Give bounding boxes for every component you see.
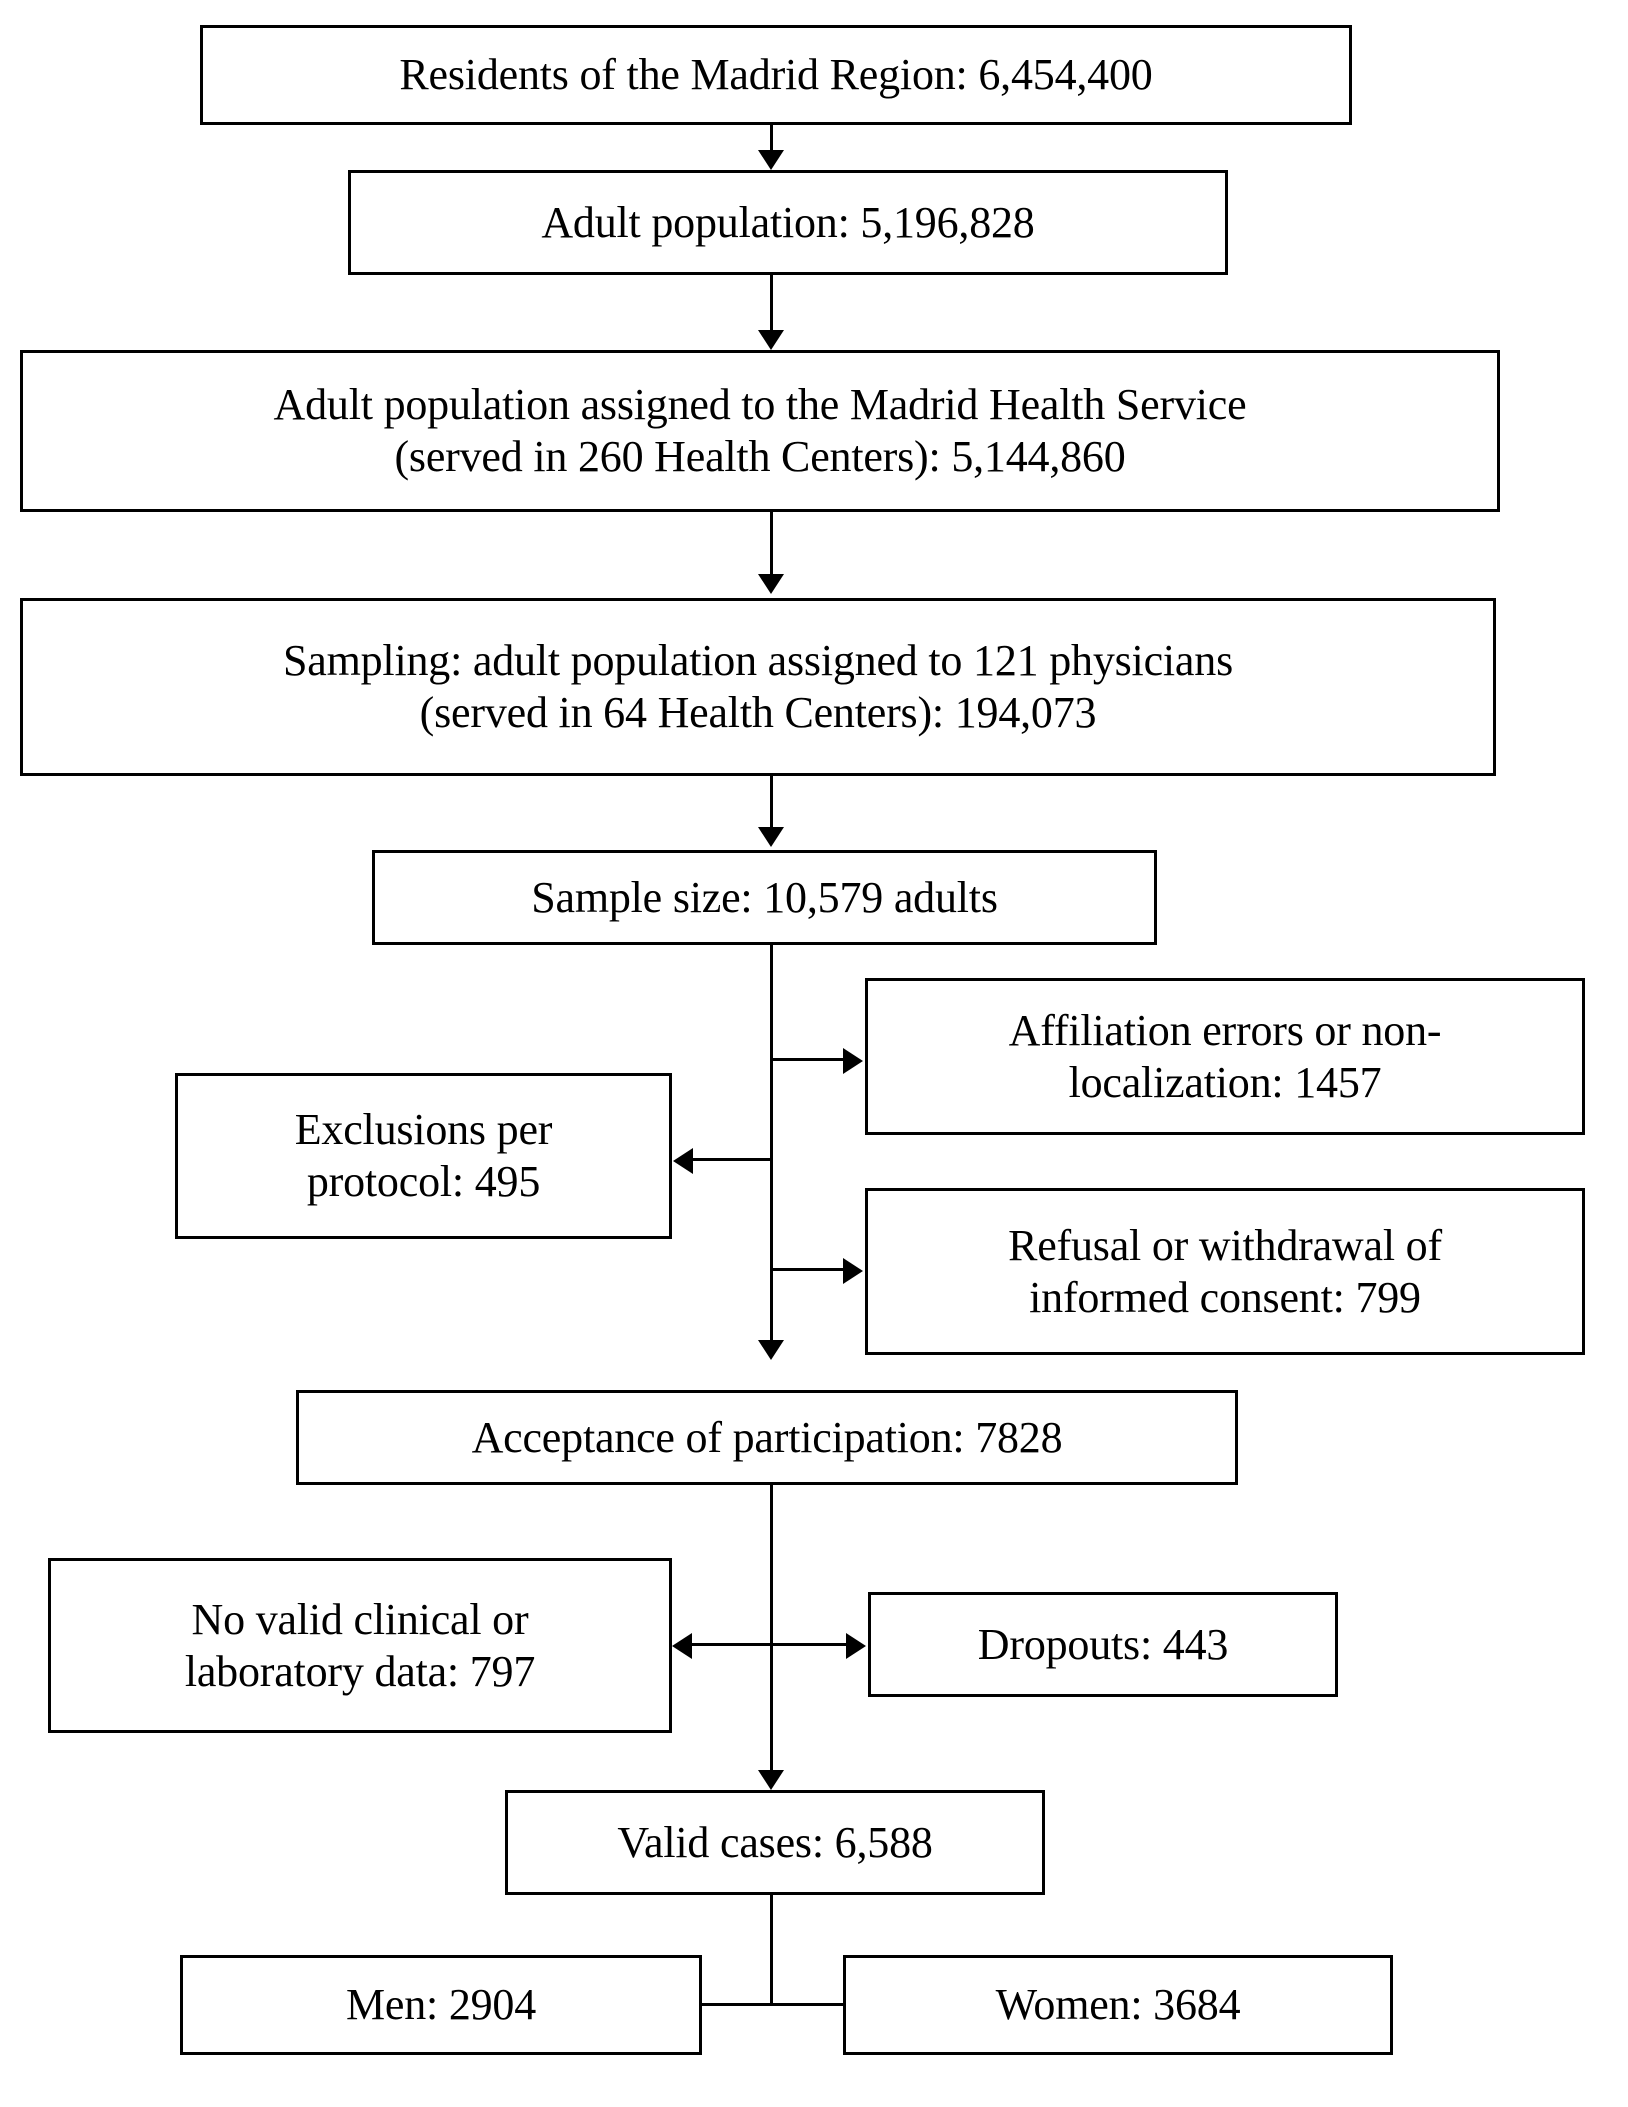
connector-assigned-sampling: [770, 512, 773, 576]
arrowhead-acceptance-validcases-icon: [758, 1770, 784, 1790]
node-adult-population-line1: Adult population: 5,196,828: [541, 197, 1035, 247]
connector-branch-novaliddata: [692, 1643, 773, 1646]
node-adult-population: Adult population: 5,196,828: [348, 170, 1228, 275]
arrowhead-sampling-samplesize-icon: [758, 827, 784, 847]
node-valid-cases-line1: Valid cases: 6,588: [617, 1817, 933, 1867]
node-men-line1: Men: 2904: [345, 1980, 537, 2030]
connector-branch-refusal: [770, 1268, 845, 1271]
node-assigned-health-service-line1: Adult population assigned to the Madrid …: [273, 380, 1247, 430]
node-affiliation-errors: Affiliation errors or non- localization:…: [865, 978, 1585, 1135]
node-women: Women: 3684: [843, 1955, 1393, 2055]
arrowhead-dropouts-icon: [846, 1633, 866, 1659]
node-exclusions-protocol-line1: Exclusions per: [294, 1105, 553, 1155]
connector-split-to-women: [770, 2003, 845, 2006]
node-sampling: Sampling: adult population assigned to 1…: [20, 598, 1496, 776]
node-assigned-health-service-line2: (served in 260 Health Centers): 5,144,86…: [394, 432, 1126, 481]
node-affiliation-errors-line2: localization: 1457: [1068, 1057, 1382, 1107]
node-assigned-health-service: Adult population assigned to the Madrid …: [20, 350, 1500, 512]
connector-branch-affiliation: [770, 1058, 845, 1061]
node-acceptance: Acceptance of participation: 7828: [296, 1390, 1238, 1485]
arrowhead-adults-assigned-icon: [758, 330, 784, 350]
node-exclusions-protocol: Exclusions per protocol: 495: [175, 1073, 672, 1239]
node-valid-cases: Valid cases: 6,588: [505, 1790, 1045, 1895]
arrowhead-refusal-icon: [843, 1258, 863, 1284]
node-acceptance-line1: Acceptance of participation: 7828: [471, 1412, 1063, 1462]
connector-validcases-split: [770, 1895, 773, 2005]
arrowhead-affiliation-icon: [843, 1048, 863, 1074]
node-sample-size: Sample size: 10,579 adults: [372, 850, 1157, 945]
node-no-valid-data-line1: No valid clinical or: [191, 1594, 529, 1644]
node-sample-size-line1: Sample size: 10,579 adults: [531, 872, 998, 922]
node-refusal-consent-line2: informed consent: 799: [1029, 1272, 1421, 1322]
connector-exclusion-spine: [770, 945, 773, 1345]
connector-branch-exclusions: [693, 1158, 773, 1161]
node-no-valid-data: No valid clinical or laboratory data: 79…: [48, 1558, 672, 1733]
node-dropouts-line1: Dropouts: 443: [977, 1619, 1229, 1669]
connector-split-to-men: [700, 2003, 773, 2006]
connector-sampling-samplesize: [770, 776, 773, 829]
node-residents-line1: Residents of the Madrid Region: 6,454,40…: [399, 50, 1153, 100]
node-sampling-line2: (served in 64 Health Centers): 194,073: [419, 688, 1097, 737]
node-affiliation-errors-line1: Affiliation errors or non-: [1008, 1005, 1442, 1055]
connector-branch-dropouts: [770, 1643, 848, 1646]
connector-acceptance-validcases: [770, 1485, 773, 1775]
node-residents: Residents of the Madrid Region: 6,454,40…: [200, 25, 1352, 125]
node-sampling-line1: Sampling: adult population assigned to 1…: [283, 636, 1233, 686]
connector-adults-assigned: [770, 275, 773, 332]
node-refusal-consent-line1: Refusal or withdrawal of: [1008, 1220, 1442, 1270]
node-exclusions-protocol-line2: protocol: 495: [306, 1157, 541, 1206]
node-no-valid-data-line2: laboratory data: 797: [184, 1646, 536, 1696]
node-men: Men: 2904: [180, 1955, 702, 2055]
node-dropouts: Dropouts: 443: [868, 1592, 1338, 1697]
connector-residents-adults: [770, 125, 773, 153]
arrowhead-exclusions-icon: [673, 1148, 693, 1174]
arrowhead-residents-adults-icon: [758, 150, 784, 170]
arrowhead-samplesize-acceptance-icon: [758, 1340, 784, 1360]
node-women-line1: Women: 3684: [995, 1980, 1241, 2030]
arrowhead-assigned-sampling-icon: [758, 574, 784, 594]
node-refusal-consent: Refusal or withdrawal of informed consen…: [865, 1188, 1585, 1355]
arrowhead-novaliddata-icon: [672, 1633, 692, 1659]
